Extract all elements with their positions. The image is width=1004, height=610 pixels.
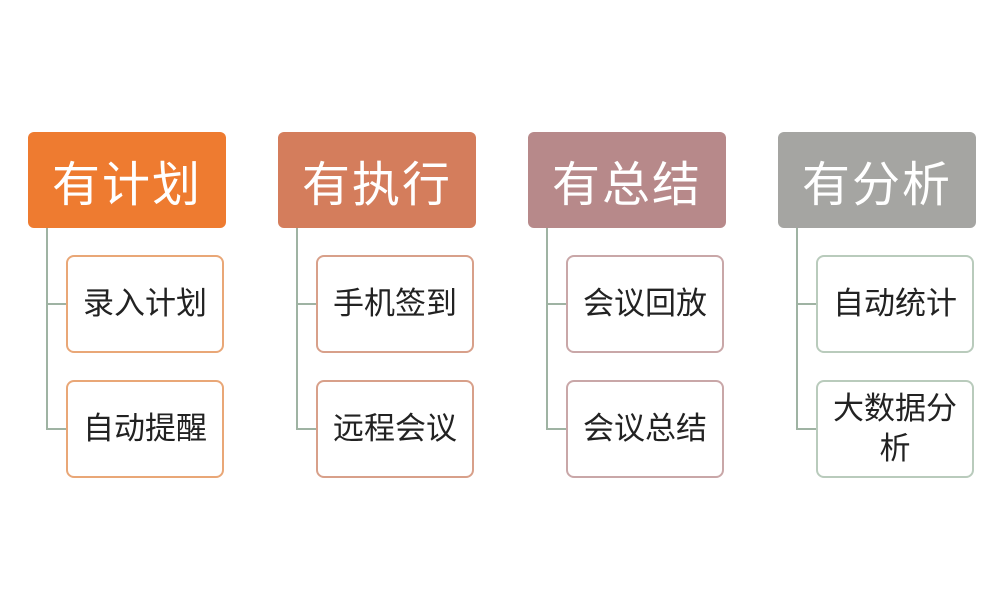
child-node: 会议总结 [566,380,724,478]
child-node: 会议回放 [566,255,724,353]
child-node: 大数据分析 [816,380,974,478]
branch-line [546,303,566,305]
header-plan: 有计划 [28,132,226,228]
header-execute: 有执行 [278,132,476,228]
child-node: 远程会议 [316,380,474,478]
branch-line [796,303,816,305]
column-execute: 有执行 手机签到 远程会议 [278,0,478,610]
column-analysis: 有分析 自动统计 大数据分析 [778,0,978,610]
branch-line [546,428,566,430]
child-node: 录入计划 [66,255,224,353]
branch-line [796,428,816,430]
child-node: 自动提醒 [66,380,224,478]
column-summary: 有总结 会议回放 会议总结 [528,0,728,610]
connector-line [796,228,798,430]
connector-line [296,228,298,430]
connector-line [546,228,548,430]
branch-line [296,428,316,430]
branch-line [46,428,66,430]
child-node: 自动统计 [816,255,974,353]
header-summary: 有总结 [528,132,726,228]
child-node: 手机签到 [316,255,474,353]
header-analysis: 有分析 [778,132,976,228]
connector-line [46,228,48,430]
column-plan: 有计划 录入计划 自动提醒 [28,0,228,610]
branch-line [46,303,66,305]
branch-line [296,303,316,305]
